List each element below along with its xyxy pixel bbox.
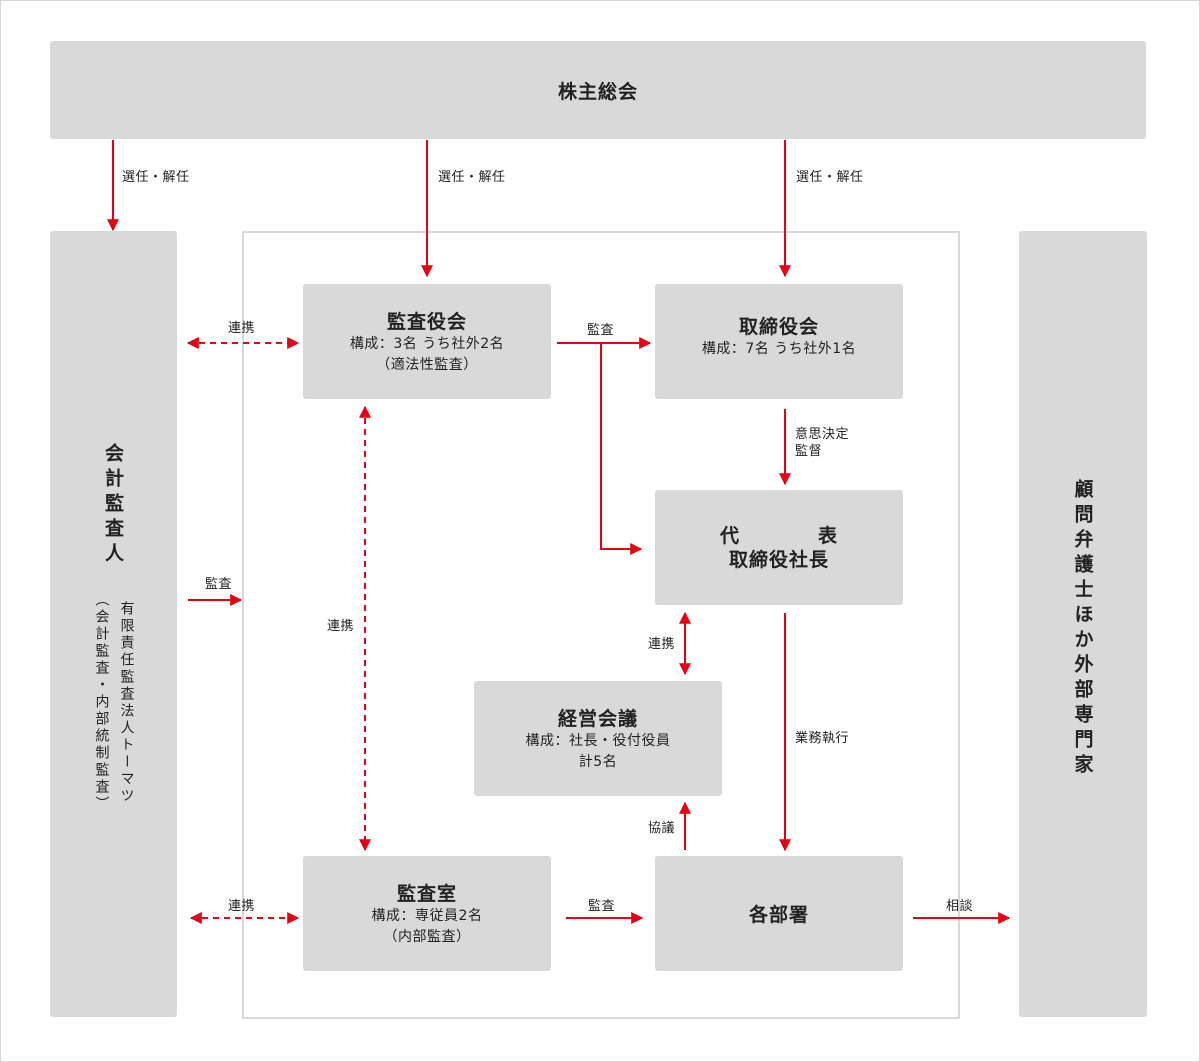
- audit-label-2: 監査: [205, 577, 233, 592]
- accounting-auditor-firm: 有限責任監査法人トーマツ: [118, 600, 135, 805]
- audit-office-scope: （内部監査）: [383, 929, 471, 945]
- audit-office-title: 監査室: [396, 883, 457, 905]
- audit-board-composition: 構成：3名 うち社外2名: [349, 336, 505, 352]
- external-advisors-title: 顧問弁護士ほか外部専門家: [1071, 479, 1094, 779]
- representative-director-box: 代 表 取締役社長: [655, 490, 903, 605]
- accounting-auditor-scope: （会計監査・内部統制監査）: [93, 592, 110, 813]
- elect-label-audit-board: 選任・解任: [438, 170, 506, 185]
- company-frame: [242, 231, 960, 1019]
- accounting-auditor-box: 会計監査人 有限責任監査法人トーマツ （会計監査・内部統制監査）: [50, 231, 177, 1017]
- elect-label-board: 選任・解任: [796, 170, 864, 185]
- external-advisors-box: 顧問弁護士ほか外部専門家: [1019, 231, 1147, 1017]
- audit-board-scope: （適法性監査）: [376, 357, 478, 373]
- audit-board-title: 監査役会: [386, 311, 467, 333]
- audit-label-3: 監査: [588, 899, 616, 914]
- representative-title: 取締役社長: [728, 548, 829, 571]
- coop-label-2: 連携: [327, 619, 355, 634]
- representative-label-right: 表: [817, 524, 838, 547]
- coop-label-4: 連携: [228, 899, 256, 914]
- accounting-auditor-title: 会計監査人: [102, 443, 124, 568]
- departments-title: 各部署: [748, 904, 809, 926]
- business-label: 業務執行: [795, 731, 850, 746]
- audit-board-box: 監査役会 構成：3名 うち社外2名 （適法性監査）: [303, 284, 551, 399]
- shareholders-meeting-label: 株主総会: [557, 80, 638, 103]
- decision-label-1: 意思決定: [795, 427, 850, 442]
- audit-label-1: 監査: [587, 323, 615, 338]
- audit-representative-arrow: [600, 343, 643, 555]
- board-of-directors-title: 取締役会: [738, 316, 819, 338]
- shareholders-meeting-box: 株主総会: [50, 41, 1146, 139]
- departments-box: 各部署: [655, 856, 903, 971]
- representative-label-left: 代: [720, 524, 741, 547]
- consult-label-2: 相談: [946, 899, 974, 914]
- audit-office-composition: 構成：専従員2名: [371, 908, 483, 924]
- coop-label-1: 連携: [228, 321, 256, 336]
- audit-office-box: 監査室 構成：専従員2名 （内部監査）: [303, 856, 551, 971]
- elect-label-auditor: 選任・解任: [122, 170, 190, 185]
- coop-label-3: 連携: [648, 637, 676, 652]
- management-meeting-box: 経営会議 構成：社長・役付役員 計5名: [474, 681, 722, 796]
- management-meeting-composition: 構成：社長・役付役員: [525, 733, 671, 749]
- decision-label-2: 監督: [795, 444, 823, 459]
- board-of-directors-box: 取締役会 構成：7名 うち社外1名: [655, 284, 903, 399]
- management-meeting-title: 経営会議: [557, 708, 638, 730]
- consult-label-1: 協議: [648, 821, 676, 836]
- board-of-directors-composition: 構成：7名 うち社外1名: [701, 341, 857, 357]
- management-meeting-count: 計5名: [578, 754, 618, 770]
